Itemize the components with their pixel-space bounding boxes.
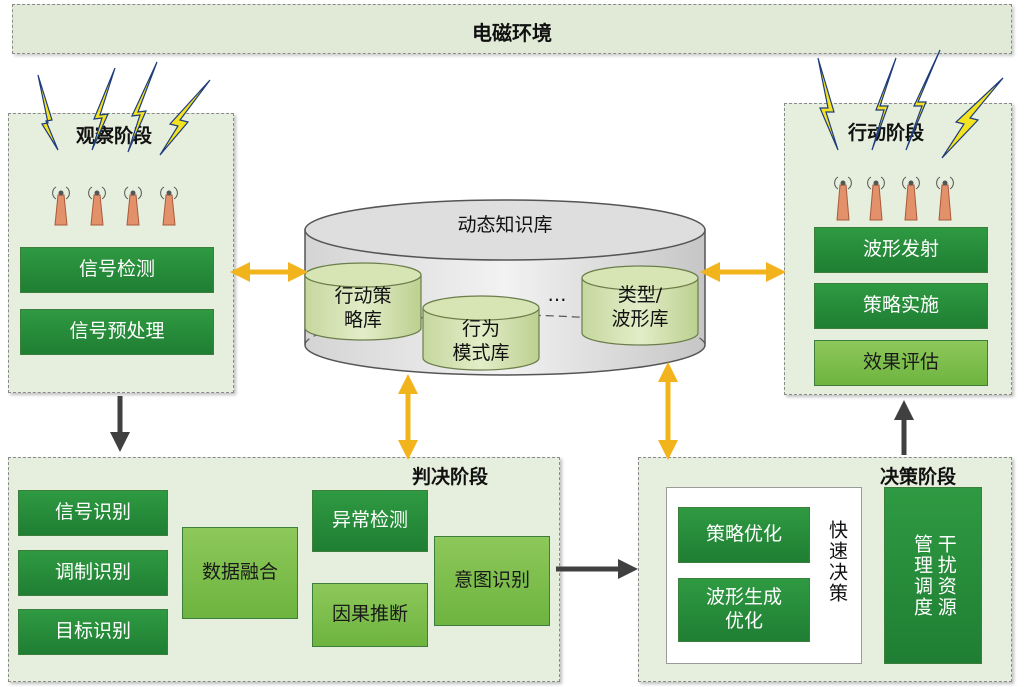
data-fusion-label: 数据融合 <box>201 561 278 584</box>
environment-title: 电磁环境 <box>472 21 552 45</box>
antenna-group-observe <box>52 186 178 226</box>
strategy-apply-label: 策略实施 <box>862 294 939 317</box>
waveform-opt-label: 波形生成 优化 <box>705 586 782 632</box>
waveform-emit-label: 波形发射 <box>862 238 939 261</box>
anomaly-detect-label: 异常检测 <box>331 509 408 532</box>
signal-recog-label: 信号识别 <box>54 501 131 524</box>
judge-title: 判决阶段 <box>412 466 489 488</box>
strategy-opt-box[interactable]: 策略优化 <box>678 507 810 563</box>
resource-schedule-label: 干扰资源 管理调度 <box>911 533 957 618</box>
knowledge-title: 动态知识库 <box>457 214 553 236</box>
intent-recog-box[interactable]: 意图识别 <box>434 536 550 626</box>
antenna-group-act <box>834 176 954 221</box>
fast-decision-title: 快速决策 <box>826 520 848 604</box>
anomaly-detect-box[interactable]: 异常检测 <box>312 490 428 552</box>
lib-strategy-cylinder <box>304 262 422 341</box>
waveform-opt-box[interactable]: 波形生成 优化 <box>678 578 810 642</box>
signal-detect-box[interactable]: 信号检测 <box>20 247 214 293</box>
lib-behavior-cylinder <box>422 295 540 371</box>
decide-title: 决策阶段 <box>880 466 957 488</box>
lib-strategy-label: 行动策 略库 <box>334 285 392 331</box>
effect-eval-box[interactable]: 效果评估 <box>814 340 988 386</box>
data-fusion-box[interactable]: 数据融合 <box>182 527 298 619</box>
resource-schedule-box[interactable]: 干扰资源 管理调度 <box>884 487 982 664</box>
lightning-observe <box>37 61 211 156</box>
intent-recog-label: 意图识别 <box>453 569 530 592</box>
strategy-apply-box[interactable]: 策略实施 <box>814 283 988 329</box>
environment-bar: 电磁环境 <box>12 4 1012 54</box>
target-recog-box[interactable]: 目标识别 <box>18 609 168 655</box>
modulation-recog-label: 调制识别 <box>54 561 131 584</box>
signal-preprocess-box[interactable]: 信号预处理 <box>20 309 214 355</box>
signal-recog-box[interactable]: 信号识别 <box>18 490 168 536</box>
act-title: 行动阶段 <box>848 122 925 144</box>
signal-detect-label: 信号检测 <box>78 258 155 281</box>
waveform-emit-box[interactable]: 波形发射 <box>814 227 988 273</box>
lib-behavior-label: 行为 模式库 <box>452 318 510 364</box>
signal-preprocess-label: 信号预处理 <box>69 320 165 343</box>
lightning-act <box>817 49 1004 159</box>
lib-waveform-cylinder <box>581 265 699 346</box>
causal-infer-box[interactable]: 因果推断 <box>312 583 428 647</box>
modulation-recog-box[interactable]: 调制识别 <box>18 550 168 596</box>
target-recog-label: 目标识别 <box>54 620 131 643</box>
causal-infer-label: 因果推断 <box>331 603 408 626</box>
strategy-opt-label: 策略优化 <box>705 523 782 546</box>
effect-eval-label: 效果评估 <box>862 351 939 374</box>
lib-waveform-label: 类型/ 波形库 <box>611 284 669 330</box>
lib-ellipsis: … <box>547 284 567 306</box>
